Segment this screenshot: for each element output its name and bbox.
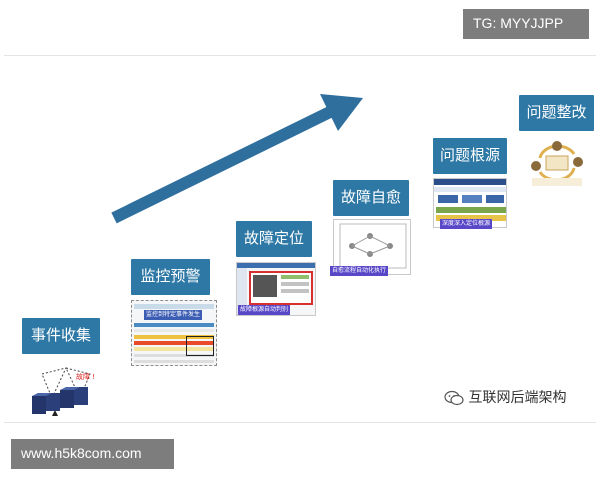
root-thumbnail <box>433 178 507 228</box>
stage-remediation: 问题整改 <box>519 95 594 131</box>
brand-name: 互联网后端架构 <box>468 390 567 406</box>
root-caption: 深度深入定位根源 <box>440 219 493 229</box>
fault-label: 故障 ! <box>76 373 96 381</box>
stage-fault-location: 故障定位 <box>236 221 312 257</box>
telegram-watermark: TG: MYYJJPP <box>463 9 589 39</box>
monitor-caption: 监控到特定事件发生 <box>144 310 203 320</box>
brand-label: 互联网后端架构 <box>444 388 566 408</box>
servers-icon <box>32 367 91 416</box>
site-watermark: www.h5k8com.com <box>11 439 174 469</box>
heal-thumbnail <box>333 219 411 275</box>
remediation-cycle-icon <box>531 141 583 186</box>
locate-caption: 故障根源自动判别 <box>238 305 291 315</box>
stage-root-cause: 问题根源 <box>433 138 507 174</box>
heal-caption: 自愈流程自动化执行 <box>330 266 389 276</box>
stage-monitoring-alert: 监控预警 <box>131 259 210 295</box>
stage-self-healing: 故障自愈 <box>333 180 409 216</box>
wechat-icon <box>444 390 464 406</box>
stage-event-collection: 事件收集 <box>22 318 100 354</box>
